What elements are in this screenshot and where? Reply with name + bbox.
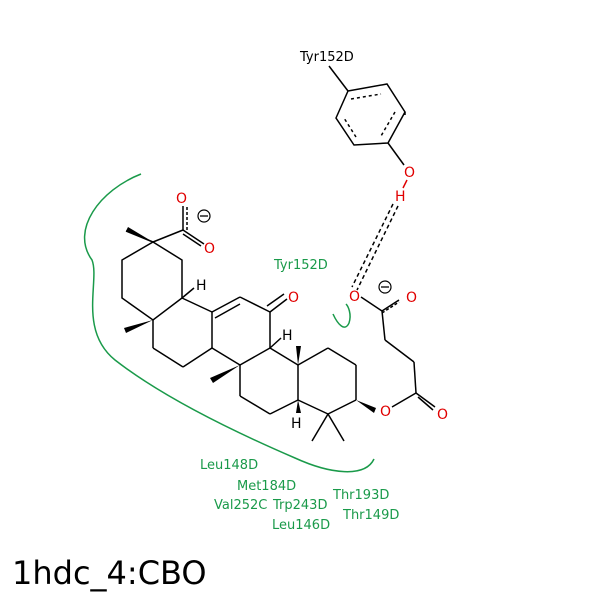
wedge-h-lower: [296, 400, 301, 413]
residue-label-tyr152: Tyr152D: [273, 258, 328, 273]
carboxylate-oxygen-2: O: [406, 290, 417, 306]
wedge-methyl-left: [124, 320, 153, 333]
oh-bond: [402, 179, 408, 189]
stereo-hydrogen-1: H: [196, 278, 207, 294]
residue-label-trp243: Trp243D: [272, 498, 327, 513]
hydrophobic-arc-main: [83, 173, 375, 473]
top-carboxylate-oxygen-1: O: [176, 191, 187, 207]
charge-minus-succinate: [378, 280, 392, 294]
hydrophobic-arc-tyr: [332, 303, 351, 328]
steroid-core: [121, 206, 357, 442]
phenol-hydrogen: H: [395, 189, 406, 205]
hydrogen-bond: [356, 205, 399, 291]
carboxylate-oxygen-1: O: [349, 289, 360, 305]
charge-minus-top: [197, 209, 211, 223]
residue-label-thr149: Thr149D: [342, 508, 399, 523]
wedge-methyl-center: [210, 365, 240, 383]
residue-label-met184: Met184D: [237, 479, 296, 494]
diagram-title: 1hdc_4:CBO: [12, 554, 207, 592]
wedge-top-methyl: [126, 227, 153, 242]
tyr152-phenol: [328, 65, 406, 166]
hydrogen-bond-2: [351, 203, 394, 288]
ester-oxygen: O: [380, 404, 391, 420]
residue-label-leu148: Leu148D: [200, 458, 258, 473]
succinate-chain: [360, 296, 436, 411]
top-carboxylate-oxygen-2: O: [204, 241, 215, 257]
ketone-oxygen: O: [288, 290, 299, 306]
stereo-hydrogen-3: H: [291, 416, 302, 432]
stereo-hydrogen-2: H: [282, 328, 293, 344]
residue-label-thr193: Thr193D: [332, 488, 389, 503]
residue-label-val252: Val252C: [214, 498, 267, 513]
wedge-methyl-ring-b: [296, 346, 301, 365]
residue-label-tyr152-hbond: Tyr152D: [299, 50, 354, 65]
ester-carbonyl-oxygen: O: [437, 407, 448, 423]
residue-label-leu146: Leu146D: [272, 518, 330, 533]
phenol-oxygen: O: [404, 165, 415, 181]
wedge-ester: [356, 400, 376, 413]
